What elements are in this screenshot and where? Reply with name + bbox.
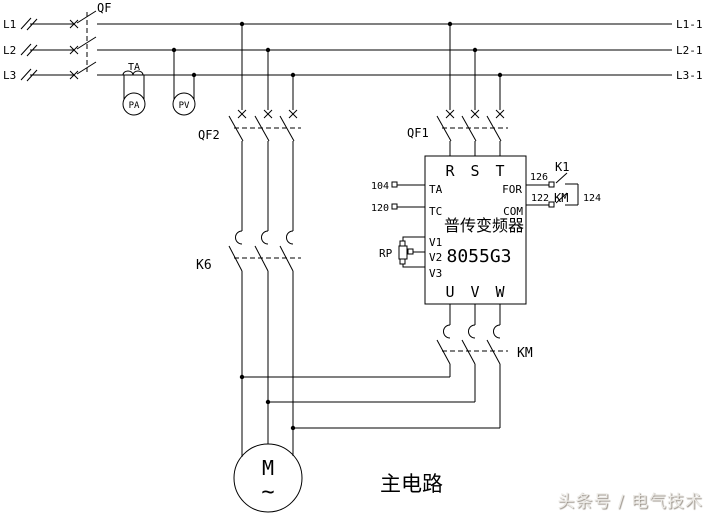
wire-104: [391, 181, 425, 188]
contact-km-label: KM: [554, 191, 568, 205]
wire-122-label: 122: [531, 193, 549, 204]
bus-lines: [30, 23, 672, 76]
inverter-terminal-r: R: [445, 162, 455, 180]
inverter-terminal-t: T: [495, 162, 504, 180]
wire-120-label: 120: [371, 203, 389, 214]
watermark: 头条号 / 电气技术: [557, 492, 703, 512]
contactor-km-label: KM: [517, 346, 533, 361]
ammeter-label: PA: [129, 101, 140, 111]
contactor-k6-symbol: [228, 230, 301, 457]
inverter-terminal-for: FOR: [502, 183, 522, 196]
potentiometer-rp-label: RP: [379, 247, 393, 260]
inverter-model: 8055G3: [446, 246, 511, 267]
bus-label-l3-1: L3-1: [676, 69, 703, 82]
control-contact-km: [526, 184, 579, 208]
control-contact-k1: [526, 172, 578, 188]
voltmeter-label: PV: [179, 101, 190, 111]
inverter-name: 普传变频器: [444, 216, 524, 235]
bus-label-l1-1: L1-1: [676, 18, 703, 31]
bus-label-l3: L3: [3, 69, 16, 82]
contactor-k6-label: K6: [196, 258, 212, 273]
breaker-qf2-symbol: [228, 21, 301, 231]
diagram-caption: 主电路: [380, 472, 443, 496]
voltmeter-icon: [171, 47, 197, 116]
inverter-terminal-v: V: [470, 283, 479, 301]
ammeter-icon: [122, 92, 146, 116]
inverter-terminal-com: COM: [503, 205, 523, 218]
inverter-terminal-v1: V1: [429, 236, 442, 249]
inverter-terminal-w: W: [495, 283, 505, 301]
wire-124-label: 124: [583, 193, 601, 204]
inverter-terminal-ta: TA: [429, 183, 443, 196]
wire-120: [391, 203, 425, 210]
inverter-terminal-s: S: [470, 162, 479, 180]
inverter-terminal-u: U: [445, 283, 454, 301]
breaker-qf1-symbol: [436, 21, 508, 156]
inverter-terminal-tc: TC: [429, 205, 442, 218]
ct-label: TA: [128, 62, 140, 73]
potentiometer-rp-symbol: [398, 236, 425, 268]
inverter-terminal-v3: V3: [429, 267, 442, 280]
motor-icon: [233, 443, 303, 513]
supply-arrow-icon: [20, 17, 38, 82]
breaker-qf-label: QF: [97, 1, 111, 15]
bus-label-l2: L2: [3, 44, 16, 57]
breaker-qf-symbol: [69, 10, 97, 80]
inverter-terminal-v2: V2: [429, 251, 442, 264]
contact-k1-label: K1: [555, 160, 569, 174]
motor-tilde: ~: [261, 480, 274, 505]
wire-126-label: 126: [530, 172, 548, 183]
bus-label-l1: L1: [3, 18, 16, 31]
bus-label-l2-1: L2-1: [676, 44, 703, 57]
breaker-qf2-label: QF2: [198, 128, 220, 142]
current-transformer-icon: [122, 70, 145, 99]
contactor-km-symbol: [242, 304, 508, 429]
motor-letter: M: [262, 456, 274, 480]
breaker-qf1-label: QF1: [407, 126, 429, 140]
wire-104-label: 104: [371, 181, 389, 192]
